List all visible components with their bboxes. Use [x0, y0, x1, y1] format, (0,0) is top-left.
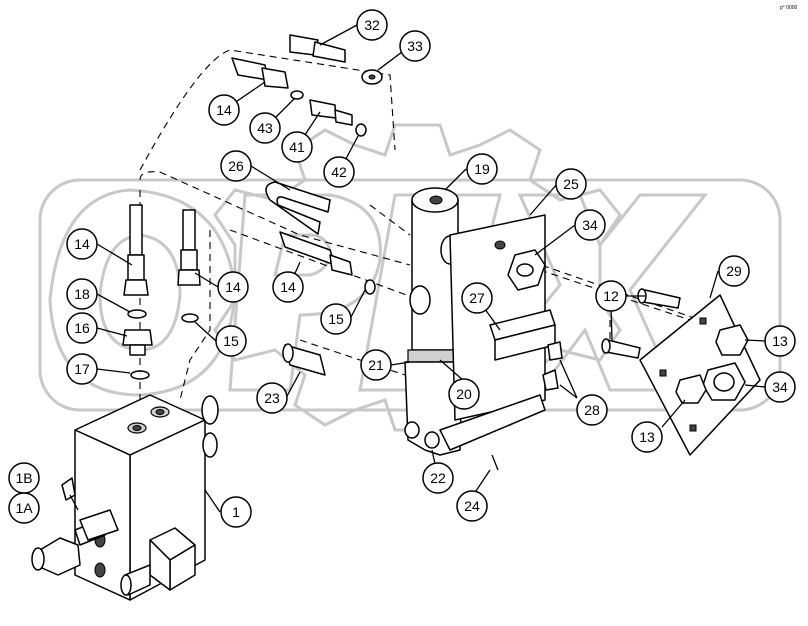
callout-14: 14	[217, 271, 249, 303]
callout-43: 43	[249, 112, 281, 144]
callout-label: 14	[216, 102, 232, 118]
callout-15: 15	[320, 303, 352, 335]
callout-20: 20	[448, 378, 480, 410]
callout-13: 13	[764, 325, 796, 357]
callout-label: 12	[603, 288, 619, 304]
callout-label: 23	[264, 390, 280, 406]
bracket-plate	[439, 214, 563, 451]
callout-label: 24	[464, 498, 480, 514]
callout-label: 14	[225, 279, 241, 295]
callout-label: 14	[74, 236, 90, 252]
callout-27: 27	[461, 282, 493, 314]
callout-label: 43	[257, 120, 273, 136]
callout-label: 17	[74, 361, 90, 377]
callout-label: 34	[772, 379, 788, 395]
callout-41: 41	[281, 131, 313, 163]
callout-34: 34	[764, 371, 796, 403]
callout-label: 34	[582, 217, 598, 233]
callout-25: 25	[555, 168, 587, 200]
callout-29: 29	[718, 255, 750, 287]
callout-15: 15	[215, 325, 247, 357]
callout-label: 41	[289, 139, 305, 155]
callout-label: 32	[364, 17, 380, 33]
callout-label: 26	[228, 158, 244, 174]
callout-34: 34	[574, 209, 606, 241]
callout-label: 20	[456, 386, 472, 402]
callout-label: 22	[430, 470, 446, 486]
corner-mark: p° 0000	[780, 5, 798, 11]
callout-33: 33	[399, 30, 431, 62]
callout-16: 16	[66, 312, 98, 344]
callout-label: 18	[74, 286, 90, 302]
callout-label: 15	[223, 333, 239, 349]
callout-13: 13	[631, 421, 663, 453]
callout-label: 21	[368, 357, 384, 373]
callout-label: 15	[328, 311, 344, 327]
callout-12: 12	[595, 280, 627, 312]
callout-17: 17	[66, 353, 98, 385]
fittings-left	[122, 204, 201, 380]
callout-label: 29	[726, 263, 742, 279]
callout-label: 1A	[15, 500, 33, 516]
callout-label: 42	[331, 164, 347, 180]
callout-label: 13	[639, 429, 655, 445]
callout-label: 1B	[15, 470, 32, 486]
side-plate	[601, 288, 761, 456]
callout-1: 1	[220, 496, 252, 528]
callout-18: 18	[66, 278, 98, 310]
callout-42: 42	[323, 156, 355, 188]
callout-24: 24	[456, 490, 488, 522]
callout-23: 23	[256, 382, 288, 414]
valve-body	[31, 394, 219, 601]
callout-14: 14	[66, 228, 98, 260]
callout-label: 27	[469, 290, 485, 306]
callout-28: 28	[576, 394, 608, 426]
callout-label: 33	[407, 38, 423, 54]
callout-1B: 1B	[8, 462, 40, 494]
callout-label: 13	[772, 333, 788, 349]
fittings-top	[231, 34, 383, 376]
callout-14: 14	[272, 271, 304, 303]
callout-22: 22	[422, 462, 454, 494]
callout-32: 32	[356, 9, 388, 41]
callout-group: 32 33 14 43 41 42 26 19 25 34 14 14 14 1…	[8, 9, 796, 528]
callout-14: 14	[208, 94, 240, 126]
callout-label: 28	[584, 402, 600, 418]
callout-label: 25	[563, 176, 579, 192]
callout-19: 19	[466, 153, 498, 185]
callout-26: 26	[220, 150, 252, 182]
callout-1A: 1A	[8, 492, 40, 524]
callout-label: 14	[280, 279, 296, 295]
callout-label: 19	[474, 161, 490, 177]
callout-label: 1	[232, 504, 240, 520]
callout-21: 21	[360, 349, 392, 381]
callout-label: 16	[74, 320, 90, 336]
